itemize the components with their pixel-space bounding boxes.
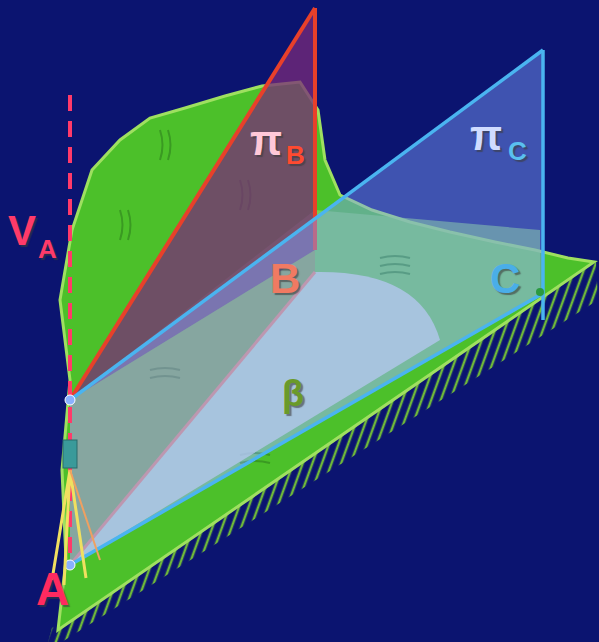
- point-dot: [65, 395, 75, 405]
- plane-subscript: C: [508, 138, 527, 164]
- vertical-b: [313, 8, 317, 250]
- point-label: C: [490, 258, 520, 300]
- axis-letter: V: [8, 210, 36, 252]
- plane-letter: π: [470, 115, 502, 157]
- plane-c-edge: [70, 50, 543, 400]
- angle-label: β: [282, 376, 304, 412]
- theodolite-symbol: [52, 440, 100, 585]
- plane-c: [70, 50, 543, 565]
- vertical-c: [541, 50, 545, 320]
- plane-letter: π: [250, 120, 282, 162]
- sight-line-ac: [70, 295, 540, 565]
- axis-subscript: A: [38, 236, 57, 262]
- point-label: B: [270, 258, 300, 300]
- plane-subscript: B: [286, 142, 305, 168]
- point-dot: [536, 288, 544, 296]
- point-label: A: [36, 566, 69, 612]
